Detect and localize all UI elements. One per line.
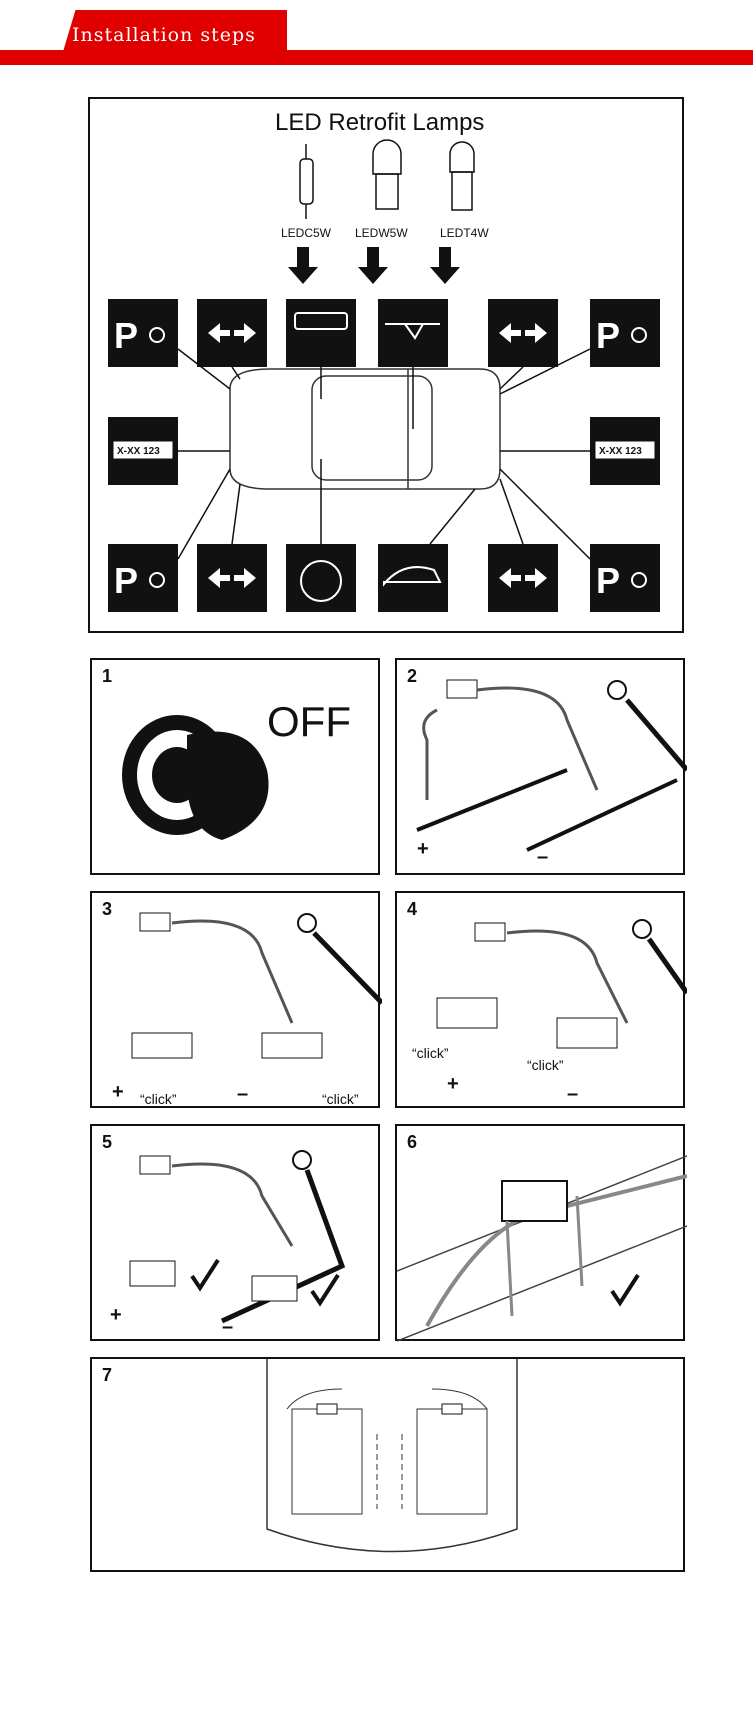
overview-diagram: P P P P X-XX 123 X-XX 123	[108, 139, 660, 612]
car-outline	[229, 368, 501, 490]
festoon-bulb-icon	[299, 144, 314, 219]
header-tab	[62, 10, 287, 55]
turn-signal-icon	[488, 544, 558, 612]
ba9s-bulb-icon	[449, 141, 475, 211]
click-label: “click”	[322, 1091, 359, 1107]
minus-label: –	[222, 1316, 234, 1338]
svg-text:P: P	[596, 560, 620, 601]
parking-p: P	[114, 315, 138, 356]
minus-label: –	[237, 1083, 249, 1105]
step-2-panel: 2 + –	[395, 658, 687, 875]
click-label: “click”	[140, 1091, 177, 1107]
vanity-mirror-icon	[286, 299, 356, 367]
checkmark-icon	[310, 1273, 340, 1307]
overview-title: LED Retrofit Lamps	[275, 109, 485, 136]
wiring-diagram	[131, 912, 382, 1059]
step-5-panel: 5 + –	[90, 1124, 380, 1341]
turn-signal-icon	[197, 544, 267, 612]
step-number: 3	[102, 899, 113, 919]
step-1-panel: 1 OFF	[90, 658, 380, 875]
plus-label: +	[417, 838, 429, 860]
page-title: Installation steps	[72, 24, 256, 46]
bulb-label-w5w: LEDW5W	[355, 226, 408, 240]
svg-text:P: P	[596, 315, 620, 356]
parking-light-icon	[108, 299, 178, 367]
down-arrow-icon	[288, 247, 460, 284]
parking-light-icon	[108, 544, 178, 612]
click-label: “click”	[527, 1057, 564, 1073]
step-number: 5	[102, 1132, 113, 1152]
off-label: OFF	[267, 698, 351, 745]
click-label: “click”	[412, 1045, 449, 1061]
step-number: 1	[102, 666, 113, 686]
wiring-diagram	[129, 1150, 346, 1324]
turn-signal-icon	[197, 299, 267, 367]
svg-text:X-XX 123: X-XX 123	[117, 446, 160, 457]
minus-label: –	[537, 846, 549, 868]
checkmark-icon	[190, 1258, 220, 1292]
wiring-diagram	[416, 679, 687, 852]
step-7-panel: 7	[90, 1357, 685, 1572]
bulb-label-t4w: LEDT4W	[440, 226, 489, 240]
reading-light-icon	[378, 299, 448, 367]
trunk-installation-diagram	[266, 1359, 518, 1553]
step-6-panel: 6	[395, 1124, 687, 1342]
step-number: 4	[407, 899, 418, 919]
step-4-panel: 4 “click” “click” + –	[395, 891, 687, 1108]
plus-label: +	[447, 1073, 459, 1095]
wedge-bulb-icon	[372, 139, 402, 210]
svg-text:X-XX 123: X-XX 123	[599, 446, 642, 457]
cable-tie-mount-diagram	[397, 1155, 687, 1342]
wiring-diagram	[436, 919, 687, 1049]
plus-label: +	[110, 1304, 122, 1326]
minus-label: –	[567, 1083, 579, 1105]
step-number: 2	[407, 666, 418, 686]
step-number: 6	[407, 1132, 418, 1152]
parking-light-icon	[590, 299, 660, 367]
svg-text:P: P	[114, 560, 138, 601]
plus-label: +	[112, 1081, 124, 1103]
ignition-key-icon	[122, 715, 269, 840]
checkmark-icon	[610, 1273, 640, 1307]
bulb-label-c5w: LEDC5W	[281, 226, 332, 240]
turn-signal-icon	[488, 299, 558, 367]
parking-light-icon	[590, 544, 660, 612]
step-number: 7	[102, 1365, 113, 1385]
step-3-panel: 3 “click” “click” + –	[90, 891, 382, 1108]
overview-panel: LED Retrofit Lamps LEDC5W LEDW5W LEDT4W	[88, 97, 684, 633]
